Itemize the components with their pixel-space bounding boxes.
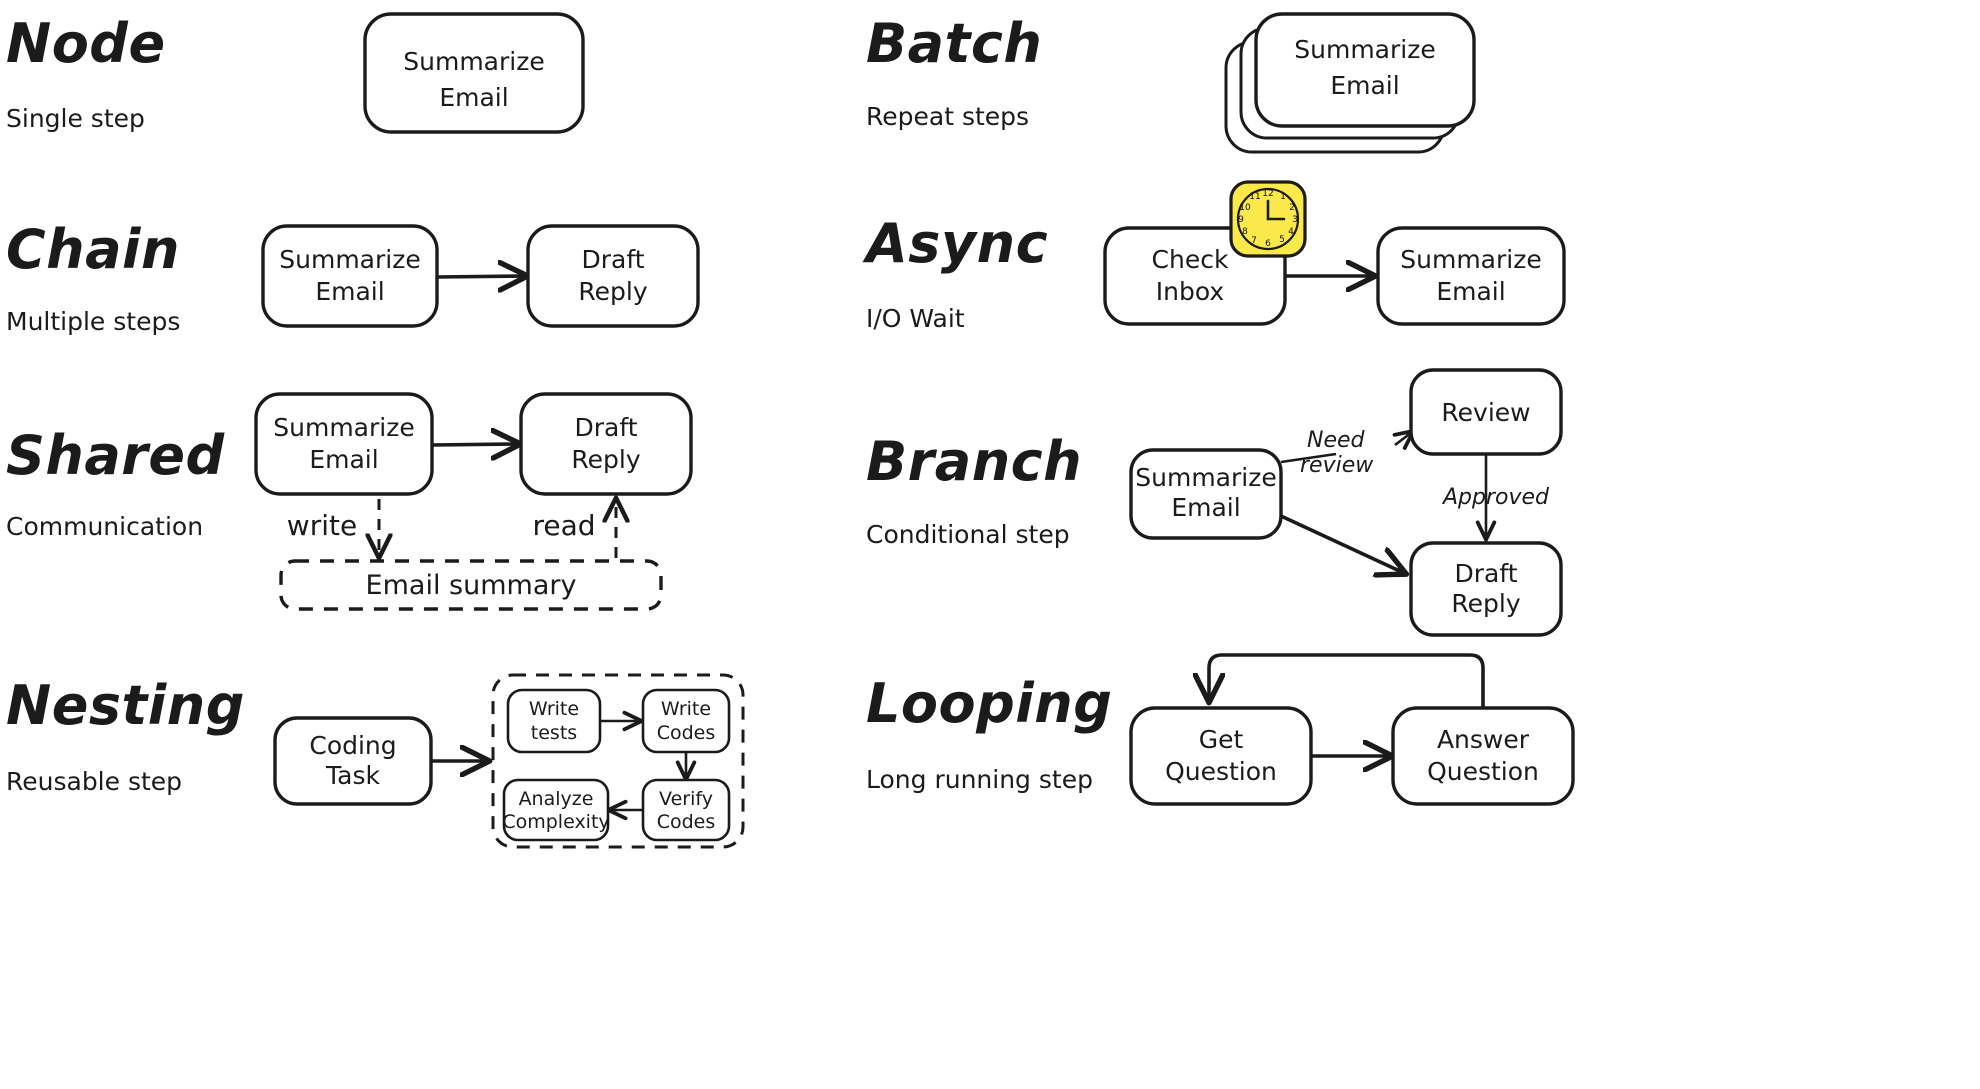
nesting-node2-line1: Write [529, 698, 579, 720]
async-node1-line1: Check [1152, 245, 1229, 274]
branch-edge-need-review-a [1280, 452, 1337, 464]
branch-edge-direct [1280, 514, 1404, 573]
branch-node3-line2: Reply [1451, 589, 1520, 618]
svg-text:12: 12 [1262, 189, 1273, 199]
pattern-node: Node Single step Summarize Email [6, 12, 585, 134]
svg-text:4: 4 [1288, 227, 1294, 237]
pattern-nesting-subtitle: Reusable step [6, 767, 182, 796]
shared-read-label: read [532, 509, 595, 542]
nesting-node2-line2: tests [531, 722, 577, 744]
pattern-shared-subtitle: Communication [6, 512, 203, 541]
shared-node2-line1: Draft [574, 413, 637, 442]
pattern-looping-title: Looping [866, 672, 1112, 735]
branch-node3-line1: Draft [1454, 559, 1517, 588]
chain-node2-line2: Reply [578, 277, 647, 306]
branch-node-summarize-email[interactable] [1129, 448, 1283, 540]
pattern-chain: Chain Multiple steps Summarize Email Dra… [6, 218, 700, 336]
svg-text:3: 3 [1292, 215, 1298, 225]
pattern-branch: Branch Conditional step Summarize Email … [866, 368, 1563, 637]
svg-text:11: 11 [1249, 192, 1260, 202]
shared-node2-line2: Reply [571, 445, 640, 474]
async-node1-line2: Inbox [1156, 277, 1224, 306]
pattern-branch-subtitle: Conditional step [866, 520, 1070, 549]
svg-text:10: 10 [1239, 203, 1251, 213]
nesting-node5-line1: Analyze [519, 788, 594, 810]
branch-label-need: Need [1307, 428, 1366, 453]
pattern-shared: Shared Communication Summarize Email Dra… [6, 392, 693, 611]
pattern-node-title: Node [6, 12, 166, 75]
async-node-summarize-email[interactable] [1376, 226, 1566, 326]
svg-text:7: 7 [1251, 236, 1257, 246]
pattern-chain-subtitle: Multiple steps [6, 307, 180, 336]
pattern-shared-title: Shared [6, 424, 226, 487]
node-box-line2: Email [439, 83, 508, 112]
branch-node-draft-reply[interactable] [1409, 541, 1563, 637]
nesting-node4-line2: Codes [657, 811, 716, 833]
svg-text:9: 9 [1238, 215, 1244, 225]
looping-node2-line2: Question [1427, 757, 1539, 786]
branch-label-approved: Approved [1441, 485, 1550, 510]
branch-node2-line2: Email [1171, 493, 1240, 522]
batch-box-line1: Summarize [1294, 35, 1435, 64]
pattern-looping: Looping Long running step Get Question A… [866, 653, 1575, 806]
svg-text:8: 8 [1242, 227, 1248, 237]
pattern-async-subtitle: I/O Wait [866, 304, 965, 333]
branch-node1-line1: Summarize [1135, 463, 1276, 492]
pattern-node-subtitle: Single step [6, 104, 145, 133]
batch-box-line2: Email [1330, 71, 1399, 100]
chain-node-summarize-email[interactable] [261, 224, 439, 328]
pattern-batch: Batch Repeat steps Summarize Email [866, 12, 1476, 154]
async-node2-line1: Summarize [1400, 245, 1541, 274]
shared-node1-line2: Email [309, 445, 378, 474]
svg-text:2: 2 [1289, 203, 1295, 213]
svg-text:5: 5 [1279, 235, 1285, 245]
shared-store-label: Email summary [366, 570, 577, 601]
looping-node1-line2: Question [1165, 757, 1277, 786]
batch-stack-card-1[interactable] [1254, 12, 1476, 128]
pattern-async-title: Async [862, 212, 1048, 275]
looping-node-answer-question[interactable] [1391, 706, 1575, 806]
shared-edge-1 [431, 444, 518, 445]
looping-node2-line1: Answer [1437, 725, 1530, 754]
pattern-looping-subtitle: Long running step [866, 765, 1093, 794]
shared-write-label: write [287, 509, 357, 542]
branch-edge-need-review-b [1395, 432, 1412, 445]
chain-node-draft-reply[interactable] [526, 224, 700, 328]
shared-node1-line1: Summarize [273, 413, 414, 442]
pattern-nesting: Nesting Reusable step Coding Task Write … [6, 673, 745, 849]
clock-icon: 12 1 2 3 4 5 6 7 8 9 10 11 [1229, 180, 1307, 258]
async-node2-line2: Email [1436, 277, 1505, 306]
nesting-node1-line2: Task [325, 761, 380, 790]
branch-label-review: review [1300, 453, 1374, 478]
pattern-branch-title: Branch [866, 430, 1082, 493]
pattern-batch-subtitle: Repeat steps [866, 102, 1029, 131]
looping-node1-line1: Get [1199, 725, 1244, 754]
node-box-line1: Summarize [403, 47, 544, 76]
looping-edge-back [1209, 653, 1485, 708]
shared-store-box[interactable] [279, 559, 663, 611]
chain-node1-line1: Summarize [279, 245, 420, 274]
nesting-node3-line2: Codes [657, 722, 716, 744]
nesting-subflow-container[interactable] [491, 673, 745, 849]
chain-node2-line1: Draft [581, 245, 644, 274]
pattern-batch-title: Batch [866, 12, 1042, 75]
branch-node2-line1: Review [1441, 398, 1530, 427]
looping-node-get-question[interactable] [1129, 706, 1313, 806]
chain-edge-1 [436, 276, 525, 277]
nesting-node4-line1: Verify [659, 788, 713, 810]
shared-node-draft-reply[interactable] [519, 392, 693, 496]
chain-node1-line2: Email [315, 277, 384, 306]
node-box-summarize-email[interactable] [363, 12, 585, 134]
nesting-node5-line2: Complexity [502, 811, 609, 833]
pattern-async: Async I/O Wait Check Inbox Summarize Ema… [862, 180, 1566, 333]
nesting-node3-line1: Write [661, 698, 711, 720]
nesting-node1-line1: Coding [309, 731, 396, 760]
shared-node-summarize-email[interactable] [254, 392, 434, 496]
pattern-chain-title: Chain [6, 218, 180, 281]
pattern-nesting-title: Nesting [6, 674, 245, 737]
svg-text:6: 6 [1265, 239, 1271, 249]
nesting-node-analyze-complexity[interactable] [502, 778, 610, 842]
svg-text:1: 1 [1280, 192, 1286, 202]
